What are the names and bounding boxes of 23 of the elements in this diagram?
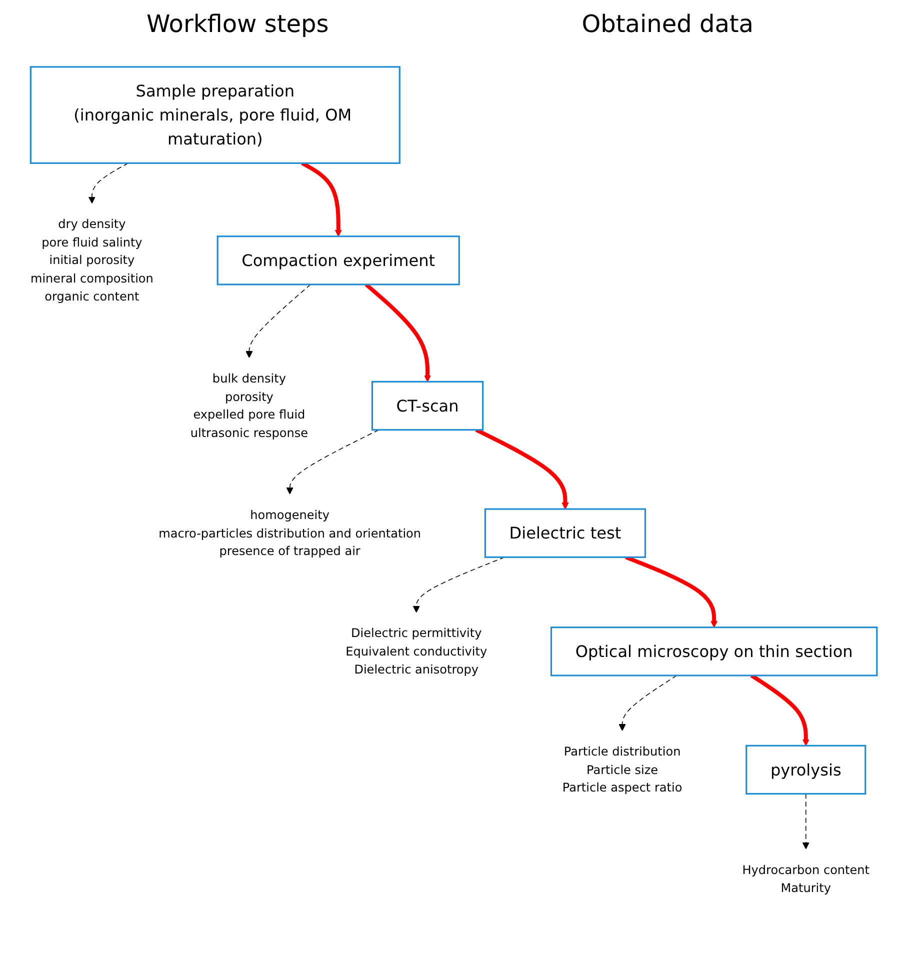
node-box: pyrolysis (746, 744, 866, 795)
arrow (618, 675, 678, 731)
node-box: Sample preparation (inorganic minerals, pore fluid, OM maturation) (30, 66, 400, 164)
arrow (750, 674, 810, 746)
node-text: homogeneity macro-particles distribution and orientation presence of trapped air (158, 508, 422, 558)
node-box: Optical microscopy on thin section (550, 626, 878, 676)
node-text: Hydrocarbon content Maturity (742, 862, 870, 896)
column-heading: Obtained data (582, 10, 754, 38)
column-heading: Workflow steps (146, 10, 329, 38)
arrow (475, 428, 569, 510)
arrow (88, 162, 129, 204)
node-text: dry density pore fluid salinty initial porosity mineral composition organic content (30, 216, 154, 304)
arrow (802, 793, 810, 850)
arrow (286, 429, 380, 494)
node-box: Compaction experiment (216, 236, 460, 286)
node-text: Dielectric permittivity Equivalent conductivity Dielectric anisotropy (346, 626, 488, 676)
node-box: Dielectric test (484, 508, 646, 558)
node-text: Particle distribution Particle size Particle aspect ratio (562, 744, 682, 795)
arrow (246, 284, 311, 358)
arrow (364, 282, 432, 382)
node-text: bulk density porosity expelled pore fluid ultrasonic response (190, 371, 308, 440)
arrow (412, 556, 506, 613)
node-box: CT-scan (371, 380, 484, 431)
